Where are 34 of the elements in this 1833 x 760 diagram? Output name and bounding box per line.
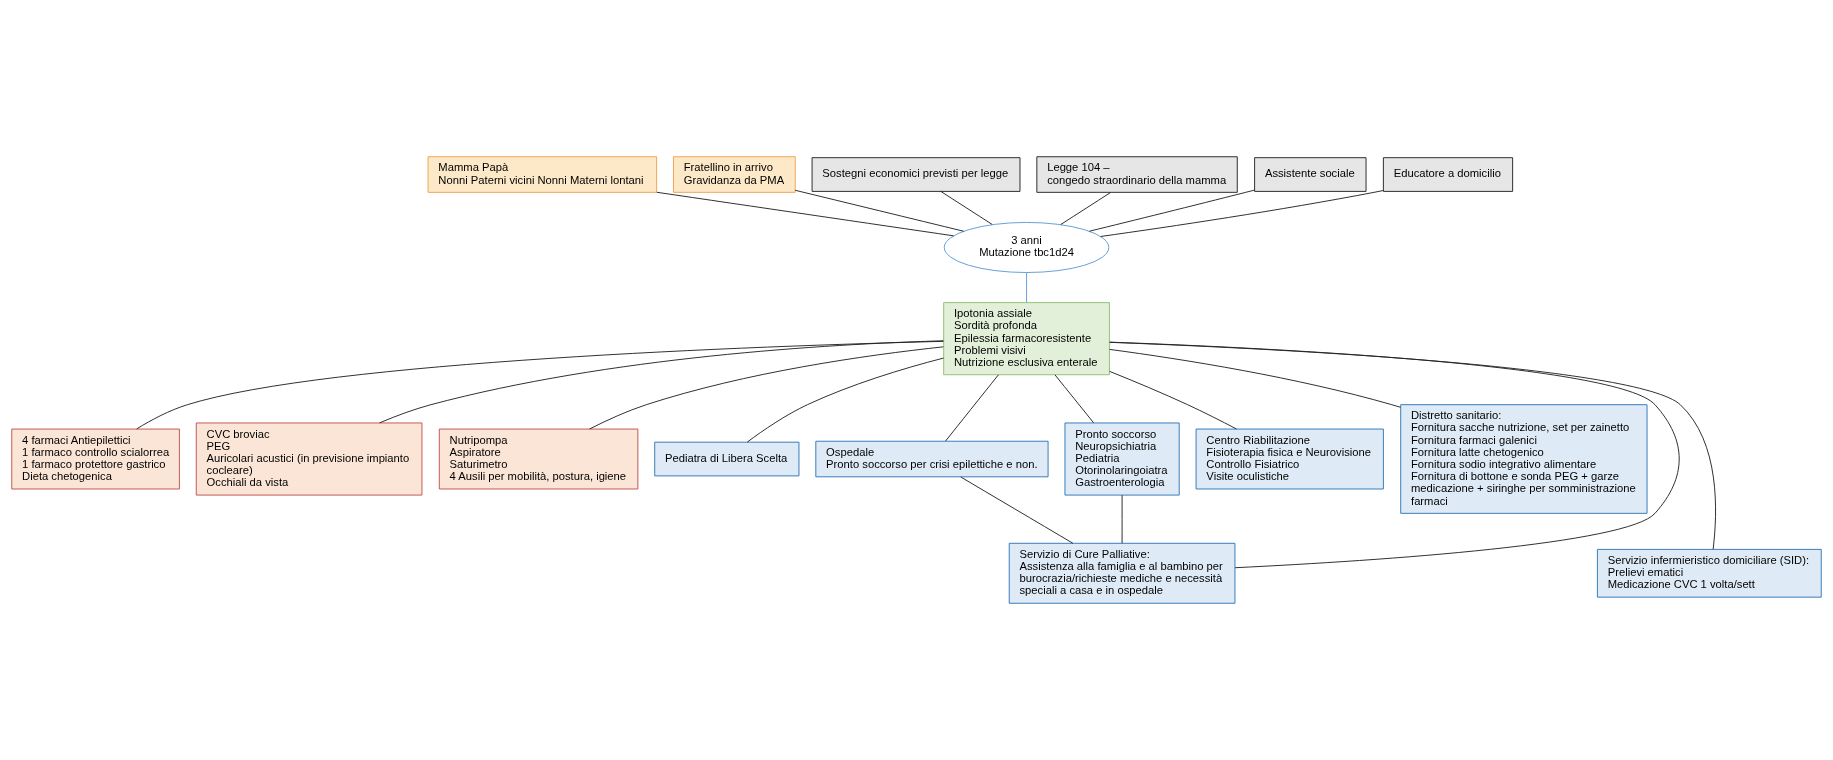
node-box: Servizio infermieristico domiciliare (SID): Prelievi ematici Medicazione CVC 1 volta/sett [1596,548,1822,598]
node-box: Servizio di Cure Palliative: Assistenza alla famiglia e al bambino per burocrazia/richieste mediche e necessità speciali a casa e in ospedale [1008,542,1236,604]
node-box: Fratellino in arrivo Gravidanza da PMA [673,156,796,193]
connector [589,346,944,430]
node-box: Educatore a domicilio [1382,157,1514,192]
node-box: Pronto soccorso Neuropsichiatria Pediatria Otorinolaringoiatra Gastroenterologia [1064,422,1180,496]
node-ellipse: 3 anni Mutazione tbc1d24 [943,221,1110,273]
node-box: Centro Riabilitazione Fisioterapia fisica e Neurovisione Controllo Fisiatrico Visite oculistiche [1195,428,1384,490]
node-box: Ipotonia assiale Sordità profonda Epilessia farmacoresistente Problemi visivi Nutrizione esclusiva enterale [943,302,1110,376]
node-box: Ospedale Pronto soccorso per crisi epilettiche e non. [815,440,1049,478]
connector [1026,272,1027,303]
node-box: Assistente sociale [1254,157,1367,192]
node-box: Distretto sanitario: Fornitura sacche nutrizione, set per zainetto Fornitura farmaci galenici Fornitura latte chetogenico Fornitura sodio integrativo alimentare Fornitura di bottone e sonda PEG + garze medicazione + siringhe per somministrazione farmaci [1400,404,1648,514]
node-box: Legge 104 – congedo straordinario della mamma [1036,156,1238,193]
connector [945,374,999,442]
connector [960,476,1074,544]
connector [794,189,965,232]
connector [940,190,993,225]
node-box: Sostegni economici previsti per legge [811,157,1021,192]
connector [1109,348,1401,408]
connector [1088,189,1255,232]
node-box: 4 farmaci Antiepilettici 1 farmaco controllo scialorrea 1 farmaco protettore gastrico Dieta chetogenica [11,428,180,490]
connector [1100,190,1384,237]
connector [656,191,954,237]
node-box: Mamma Papà Nonni Paterni vicini Nonni Materni lontani [427,156,658,193]
connector [379,340,944,424]
connector [746,357,944,443]
connector [1109,370,1237,430]
connector [1060,192,1112,225]
node-box: CVC broviac PEG Auricolari acustici (in previsione impianto cocleare) Occhiali da vista [195,422,423,496]
connector [1054,374,1095,424]
node-box: Nutripompa Aspiratore Saturimetro 4 Ausili per mobilità, postura, igiene [438,428,639,490]
connector [136,340,944,430]
node-box: Pediatra di Libera Scelta [654,441,800,477]
